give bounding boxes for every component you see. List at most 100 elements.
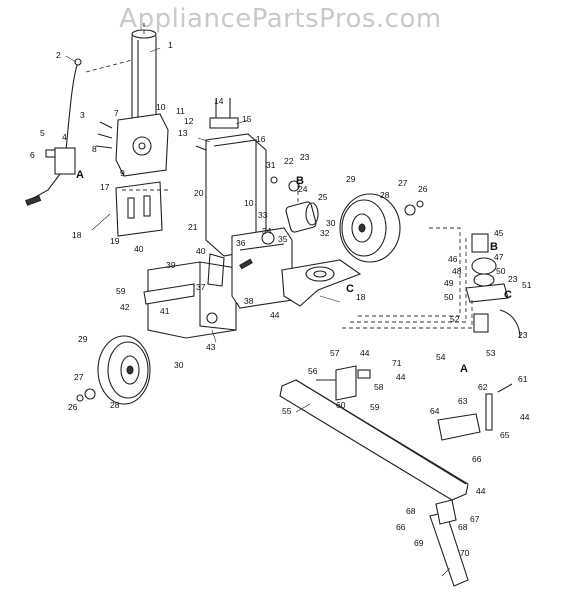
callout-26: 26 [418,184,428,194]
callout-45: 45 [494,228,504,238]
callout-29: 29 [346,174,356,184]
callout-44-c: 44 [396,372,406,382]
callout-20: 20 [194,188,204,198]
callout-30: 30 [326,218,336,228]
callout-27-b: 27 [74,372,84,382]
callout-48: 48 [452,266,462,276]
callout-66: 66 [472,454,482,464]
callout-29-b: 29 [78,334,88,344]
tow-tongue-beam [279,379,469,501]
callout-64: 64 [430,406,440,416]
callout-57: 57 [330,348,340,358]
callout-12: 12 [184,116,194,126]
callout-51: 51 [522,280,532,290]
hydraulic-hose [65,58,82,151]
callout-44: 44 [270,310,280,320]
callout-44-d: 44 [520,412,530,422]
callout-31: 31 [266,160,276,170]
callout-41: 41 [160,306,170,316]
main-frame [143,261,237,339]
callout-10: 10 [156,102,166,112]
connector-c-plate: C [346,283,354,295]
callout-60: 60 [336,400,346,410]
support-leg [429,499,469,587]
callout-49: 49 [444,278,454,288]
callout-15: 15 [242,114,252,124]
callout-17: 17 [100,182,110,192]
callout-69: 69 [414,538,424,548]
callout-25: 25 [318,192,328,202]
callout-55: 55 [282,406,292,416]
callout-46: 46 [448,254,458,264]
engine-mount-plate [281,259,362,307]
callout-65: 65 [500,430,510,440]
callout-67: 67 [470,514,480,524]
callout-43: 43 [206,342,216,352]
callout-23: 23 [300,152,310,162]
connector-c-right: C [504,289,512,301]
callout-22: 22 [284,156,294,166]
callout-9: 9 [120,168,125,178]
part-number-labels: 1 2 3 4 5 6 7 8 9 10 10 11 12 13 14 15 1… [30,40,532,558]
callout-14: 14 [214,96,224,106]
callout-7: 7 [114,108,119,118]
callout-68-b: 68 [458,522,468,532]
callout-13: 13 [178,128,188,138]
callout-71: 71 [392,358,402,368]
callout-33: 33 [258,210,268,220]
connector-a-left: A [76,169,84,181]
callout-23-b: 23 [508,274,518,284]
callout-66-b: 66 [396,522,406,532]
pump-assembly [270,176,319,233]
callout-30-b: 30 [174,360,184,370]
callout-26-b: 26 [68,402,78,412]
connector-a-right: A [460,363,468,375]
callout-44-b: 44 [360,348,370,358]
foot-bracket [115,181,163,237]
callout-32: 32 [320,228,330,238]
callout-62: 62 [478,382,488,392]
auxiliary-valve-assembly [465,233,521,339]
reservoir-tank-box [207,227,293,309]
callout-63: 63 [458,396,468,406]
callout-21: 21 [188,222,198,232]
callout-38: 38 [244,296,254,306]
callout-2: 2 [56,50,61,60]
left-wheel [76,335,151,405]
tongue-bracket [335,365,371,401]
control-valve [25,147,76,206]
callout-4: 4 [62,132,67,142]
callout-50: 50 [496,266,506,276]
right-wheel [339,193,424,263]
callout-50-b: 50 [444,292,454,302]
callout-18-b: 18 [356,292,366,302]
callout-35: 35 [278,234,288,244]
callout-40: 40 [134,244,144,254]
callout-5: 5 [40,128,45,138]
callout-70: 70 [460,548,470,558]
callout-56: 56 [308,366,318,376]
callout-58: 58 [374,382,384,392]
callout-61: 61 [518,374,528,384]
callout-53: 53 [486,348,496,358]
callout-44-e: 44 [476,486,486,496]
callout-23-c: 23 [518,330,528,340]
callout-37: 37 [196,282,206,292]
callout-28: 28 [380,190,390,200]
callout-8: 8 [92,144,97,154]
callout-3: 3 [80,110,85,120]
callout-52: 52 [450,314,460,324]
callout-24: 24 [298,184,308,194]
callout-34: 34 [262,226,272,236]
jack-bracket [437,383,513,441]
connector-b-top: B [296,175,304,187]
callout-40-b: 40 [196,246,206,256]
callout-36: 36 [236,238,246,248]
hydraulic-cylinder [131,20,157,135]
hose-routing-lines [85,59,473,329]
callout-42: 42 [120,302,130,312]
callout-19: 19 [110,236,120,246]
callout-leaders [65,47,451,577]
callout-16: 16 [256,134,266,144]
